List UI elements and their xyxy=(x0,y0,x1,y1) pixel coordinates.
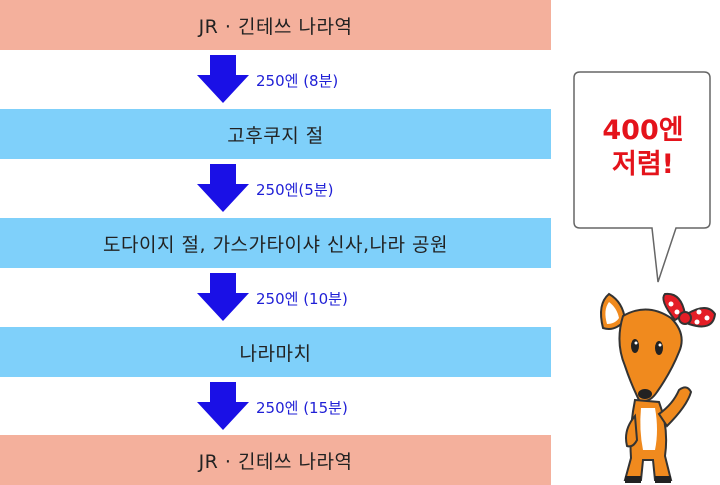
down-arrow-icon xyxy=(197,164,249,212)
fare-label-3: 250엔 (10분) xyxy=(256,290,348,308)
station-label: JR · 긴테쓰 나라역 xyxy=(198,15,353,38)
down-arrow-icon xyxy=(197,382,249,430)
deer-mascot xyxy=(600,292,717,483)
down-arrow-icon xyxy=(197,273,249,321)
fare-label-4: 250엔 (15분) xyxy=(256,399,348,417)
station-start: JR · 긴테쓰 나라역 xyxy=(0,0,551,50)
station-label: 도다이지 절, 가스가타이샤 신사,나라 공원 xyxy=(103,233,448,256)
station-label: 나라마치 xyxy=(239,342,312,365)
station-label: 고후쿠지 절 xyxy=(227,124,324,147)
fare-label-1: 250엔 (8분) xyxy=(256,72,339,90)
station-todaiji: 도다이지 절, 가스가타이샤 신사,나라 공원 xyxy=(0,218,551,268)
callout-line2: 저렴! xyxy=(612,149,674,180)
callout-line1: 400엔 xyxy=(602,115,684,146)
bow-icon xyxy=(662,292,717,328)
fare-label-2: 250엔(5분) xyxy=(256,181,334,199)
station-kofukuji: 고후쿠지 절 xyxy=(0,109,551,159)
speech-bubble xyxy=(573,71,711,283)
down-arrow-icon xyxy=(197,55,249,103)
station-end: JR · 긴테쓰 나라역 xyxy=(0,435,551,485)
station-naramachi: 나라마치 xyxy=(0,327,551,377)
station-label: JR · 긴테쓰 나라역 xyxy=(198,450,353,473)
